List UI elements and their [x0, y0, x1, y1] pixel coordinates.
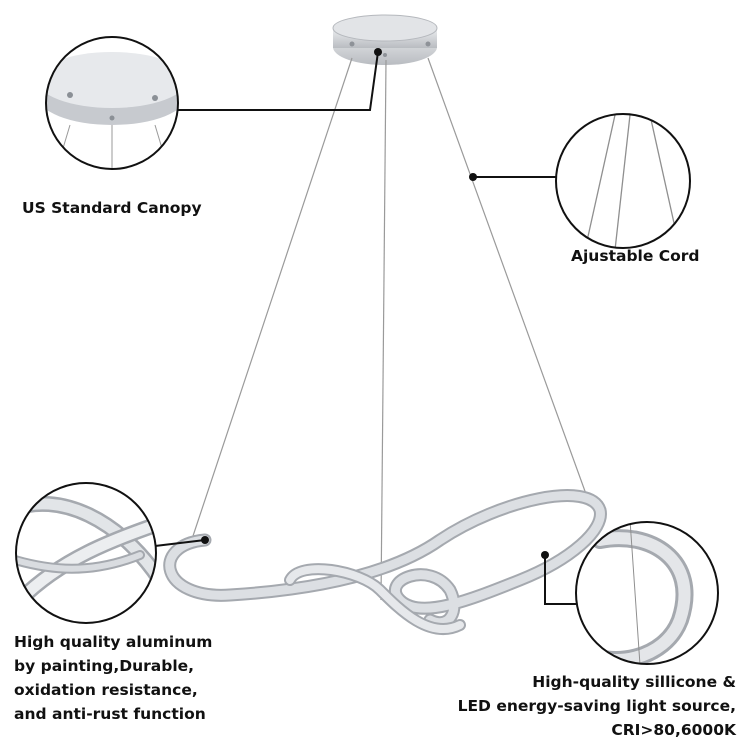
callout-line: LED energy-saving light source, [457, 697, 736, 715]
cord-detail-circle [555, 113, 691, 249]
callout-line: High-quality sillicone & [532, 673, 736, 691]
callout-line: oxidation resistance, [14, 681, 198, 699]
callout-line: and anti-rust function [14, 705, 206, 723]
aluminum-callout-label: High quality aluminum by painting,Durabl… [14, 630, 212, 726]
cord-callout-label: Ajustable Cord [571, 244, 700, 268]
led-detail-circle [575, 521, 719, 665]
callout-line: by painting,Durable, [14, 657, 195, 675]
canopy-callout-label: US Standard Canopy [22, 196, 202, 220]
aluminum-detail-circle [15, 482, 157, 624]
led-callout-label: High-quality sillicone & LED energy-savi… [458, 670, 736, 742]
spiral-ribbon-fixture [163, 489, 607, 636]
callout-line: Ajustable Cord [571, 247, 700, 265]
ceiling-canopy [332, 14, 438, 65]
canopy-detail-circle [45, 36, 179, 170]
callout-line: CRI>80,6000K [611, 721, 736, 739]
callout-leaders [154, 51, 576, 605]
callout-dots [201, 48, 549, 559]
suspension-cables [189, 57, 591, 601]
callout-line: US Standard Canopy [22, 199, 202, 217]
callout-line: High quality aluminum [14, 633, 213, 651]
